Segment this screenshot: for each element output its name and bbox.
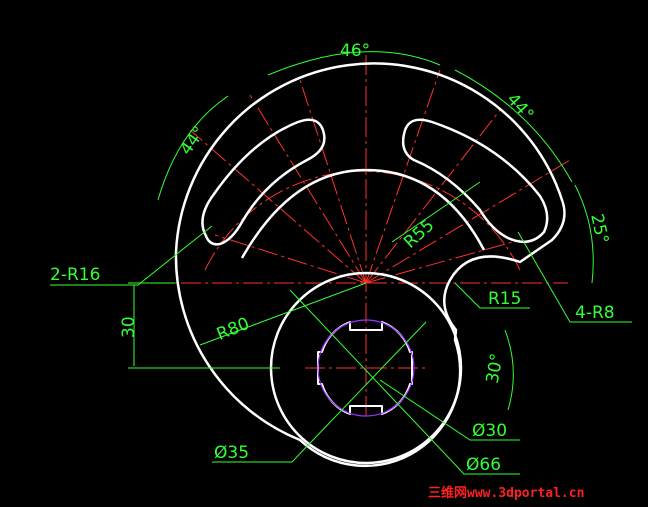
label-dia-hub: Ø66 bbox=[466, 455, 501, 475]
leader-4-r8 bbox=[517, 231, 632, 323]
leader-dia-35 bbox=[212, 321, 427, 463]
radial-centerline-2 bbox=[249, 94, 367, 284]
dimension-lines bbox=[50, 51, 632, 475]
leader-dia-30 bbox=[379, 379, 520, 441]
leader-2-r16 bbox=[50, 225, 213, 286]
radial-centerline-6 bbox=[365, 159, 571, 284]
label-dia-bore: Ø30 bbox=[472, 421, 507, 441]
left-slot bbox=[201, 118, 326, 246]
label-slot-radius: 2-R16 bbox=[50, 265, 100, 285]
part-outline bbox=[174, 62, 566, 468]
keyway-reference-circle bbox=[317, 319, 415, 417]
radial-centerline-7 bbox=[214, 234, 367, 284]
dim-arc-right bbox=[454, 69, 573, 183]
label-outer-radius: R80 bbox=[214, 314, 253, 345]
label-fillet-radius: R15 bbox=[488, 289, 521, 309]
dim-arc-top bbox=[267, 51, 441, 76]
label-dia-inner-keyway: Ø35 bbox=[214, 443, 249, 463]
radial-centerline-1 bbox=[189, 129, 367, 284]
dim-arc-left bbox=[157, 95, 229, 201]
inner-web-arc bbox=[240, 168, 486, 259]
leader-r55 bbox=[391, 181, 481, 243]
dim-arc-side bbox=[574, 184, 594, 284]
label-angle-right: 44° bbox=[502, 90, 537, 126]
label-angle-top: 46° bbox=[340, 41, 370, 61]
radial-centerline-5 bbox=[365, 109, 501, 284]
right-slot bbox=[401, 118, 549, 244]
leader-r80 bbox=[199, 282, 367, 346]
watermark: 三维网www.3dportal.cn bbox=[428, 485, 584, 501]
label-angle-side: 25° bbox=[586, 212, 612, 246]
leader-dia-66 bbox=[289, 289, 520, 475]
radial-centerline-3 bbox=[299, 79, 367, 284]
leader-r15 bbox=[454, 282, 530, 309]
label-height-offset: 30 bbox=[119, 316, 139, 338]
outer-profile bbox=[174, 62, 566, 468]
dim-arc-lower-right bbox=[504, 329, 514, 411]
label-arc-radius: R55 bbox=[400, 215, 438, 252]
label-angle-lower-right: 30° bbox=[483, 352, 508, 385]
slot-center-arc bbox=[204, 170, 521, 271]
keyway-bore bbox=[317, 321, 413, 415]
label-angle-left: 44° bbox=[176, 123, 210, 159]
label-corner-radius: 4-R8 bbox=[575, 303, 615, 323]
